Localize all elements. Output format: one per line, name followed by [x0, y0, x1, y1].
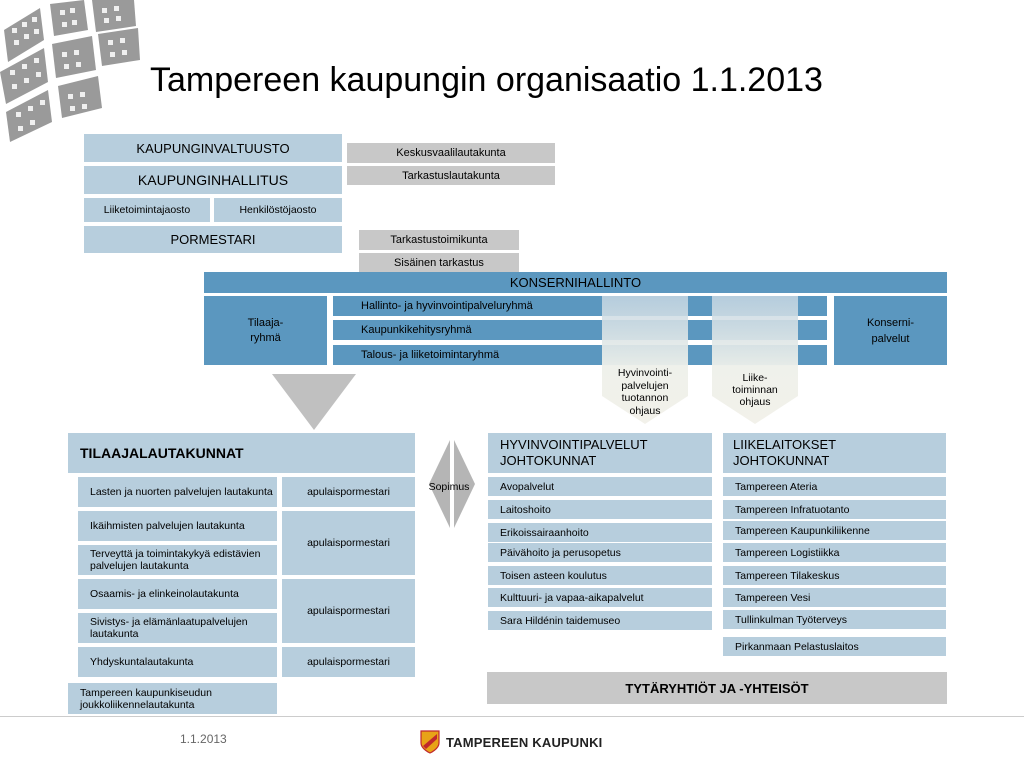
keskusvaalilautakunta-box: Keskusvaalilautakunta [346, 142, 556, 164]
footer-date: 1.1.2013 [180, 732, 227, 746]
down-triangle [272, 374, 356, 430]
arrow1-line2: palvelujen [621, 379, 669, 392]
arrow-liiketoiminta-ohjaus [712, 296, 798, 424]
liike-item-tyoterveys: Tullinkulman Työterveys [722, 609, 947, 630]
tarkastustoimikunta-box: Tarkastustoimikunta [358, 229, 520, 251]
logo-pattern [0, 0, 140, 142]
liikelaitokset-header: LIIKELAITOKSET JOHTOKUNNAT [722, 432, 947, 474]
footer-brand: TAMPEREEN KAUPUNKI [446, 735, 603, 750]
tilaaja-item-terveytta: Terveyttä ja toimintakykyä edistävien pa… [77, 544, 278, 576]
hyv-item-kulttuuri: Kulttuuri- ja vapaa-aikapalvelut [487, 587, 713, 608]
tilaaja-item-sivistys: Sivistys- ja elämänlaatupalvelujen lauta… [77, 612, 278, 644]
page-title: Tampereen kaupungin organisaatio 1.1.201… [150, 61, 823, 99]
hyv-item-laitoshoito: Laitoshoito [487, 499, 713, 520]
henkilostojaosto-box: Henkilöstöjaosto [213, 197, 343, 223]
tilaaja-item-lasten: Lasten ja nuorten palvelujen lautakunta [77, 476, 278, 508]
group-hallinto: Hallinto- ja hyvinvointipalveluryhmä [333, 296, 827, 316]
arrow-hyvinvointi-ohjaus [602, 296, 688, 424]
tilaaja-item-ikaihmisten: Ikäihmisten palvelujen lautakunta [77, 510, 278, 542]
arrow2-line2: toiminnan [732, 384, 778, 396]
tarkastuslautakunta-box: Tarkastuslautakunta [346, 165, 556, 186]
konsernipalvelut-box: Konserni- palvelut [834, 296, 947, 365]
kaupunginhallitus-box: KAUPUNGINHALLITUS [83, 165, 343, 195]
liikelaitokset-header-line1: LIIKELAITOKSET [733, 437, 837, 452]
arrow1-line4: ohjaus [629, 404, 661, 417]
tilaaja-item-osaamis: Osaamis- ja elinkeinolautakunta [77, 578, 278, 610]
sopimus-arrows [429, 440, 475, 528]
liike-item-vesi: Tampereen Vesi [722, 587, 947, 608]
tytaryhtiot-box: TYTÄRYHTIÖT JA -YHTEISÖT [487, 672, 947, 704]
tilaaja-item-yhdyskunta: Yhdyskuntalautakunta [77, 646, 278, 678]
arrow1-line1: Hyvinvointi- [617, 367, 673, 379]
liike-item-logistiikka: Tampereen Logistiikka [722, 542, 947, 563]
arrow-hyvinvointi-text: Hyvinvointi- palvelujen tuotannon ohjaus [602, 366, 688, 418]
liikelaitokset-header-line2: JOHTOKUNNAT [733, 453, 830, 468]
apulaispormestari-3: apulaispormestari [281, 578, 416, 644]
konsernipalvelut-line2: palvelut [871, 332, 910, 345]
hyv-item-paivahoito: Päivähoito ja perusopetus [487, 542, 713, 563]
hyvinvointi-header-line1: HYVINVOINTIPALVELUT [500, 437, 648, 452]
konsernihallinto-header: KONSERNIHALLINTO [204, 272, 947, 293]
tampere-crest-icon [420, 730, 440, 754]
liiketoimintajaosto-box: Liiketoimintajaosto [83, 197, 211, 223]
tilaajaryhma-box: Tilaaja- ryhmä [204, 296, 327, 365]
tilaajaryhma-line1: Tilaaja- [247, 316, 284, 329]
group-kaupunkikehitys: Kaupunkikehitysryhmä [333, 320, 827, 340]
liike-item-kaupunkiliikenne: Tampereen Kaupunkiliikenne [722, 520, 947, 541]
hyv-item-toisen-asteen: Toisen asteen koulutus [487, 565, 713, 586]
tilaajaryhma-line2: ryhmä [250, 331, 281, 344]
pormestari-box: PORMESTARI [83, 225, 343, 254]
arrow-liiketoiminta-text: Liike- toiminnan ohjaus [712, 370, 798, 410]
liike-item-tilakeskus: Tampereen Tilakeskus [722, 565, 947, 586]
arrow2-line3: ohjaus [739, 396, 771, 408]
hyv-item-sara-hildenin: Sara Hildénin taidemuseo [487, 610, 713, 631]
sopimus-label: Sopimus [428, 481, 470, 493]
arrow1-line3: tuotannon [621, 392, 669, 404]
hyv-item-erikoissairaanhoito: Erikoissairaanhoito [487, 522, 713, 543]
liike-item-infratuotanto: Tampereen Infratuotanto [722, 499, 947, 520]
group-talous: Talous- ja liiketoimintaryhmä [333, 345, 827, 365]
footer-divider [0, 716, 1024, 717]
apulaispormestari-1: apulaispormestari [281, 476, 416, 508]
konsernipalvelut-line1: Konserni- [866, 316, 915, 329]
liike-item-pelastuslaitos: Pirkanmaan Pelastuslaitos [722, 636, 947, 657]
tilaajalautakunnat-header: TILAAJALAUTAKUNNAT [67, 432, 416, 474]
sisainen-tarkastus-box: Sisäinen tarkastus [358, 252, 520, 274]
liike-item-ateria: Tampereen Ateria [722, 476, 947, 497]
hyv-item-avopalvelut: Avopalvelut [487, 476, 713, 497]
arrow2-line1: Liike- [742, 372, 768, 384]
tilaaja-item-joukkoliikenne: Tampereen kaupunkiseudun joukkoliikennel… [67, 682, 278, 715]
apulaispormestari-2: apulaispormestari [281, 510, 416, 576]
hyvinvointi-header: HYVINVOINTIPALVELUT JOHTOKUNNAT [487, 432, 713, 474]
apulaispormestari-4: apulaispormestari [281, 646, 416, 678]
kaupunginvaltuusto-box: KAUPUNGINVALTUUSTO [83, 133, 343, 163]
hyvinvointi-header-line2: JOHTOKUNNAT [500, 453, 597, 468]
